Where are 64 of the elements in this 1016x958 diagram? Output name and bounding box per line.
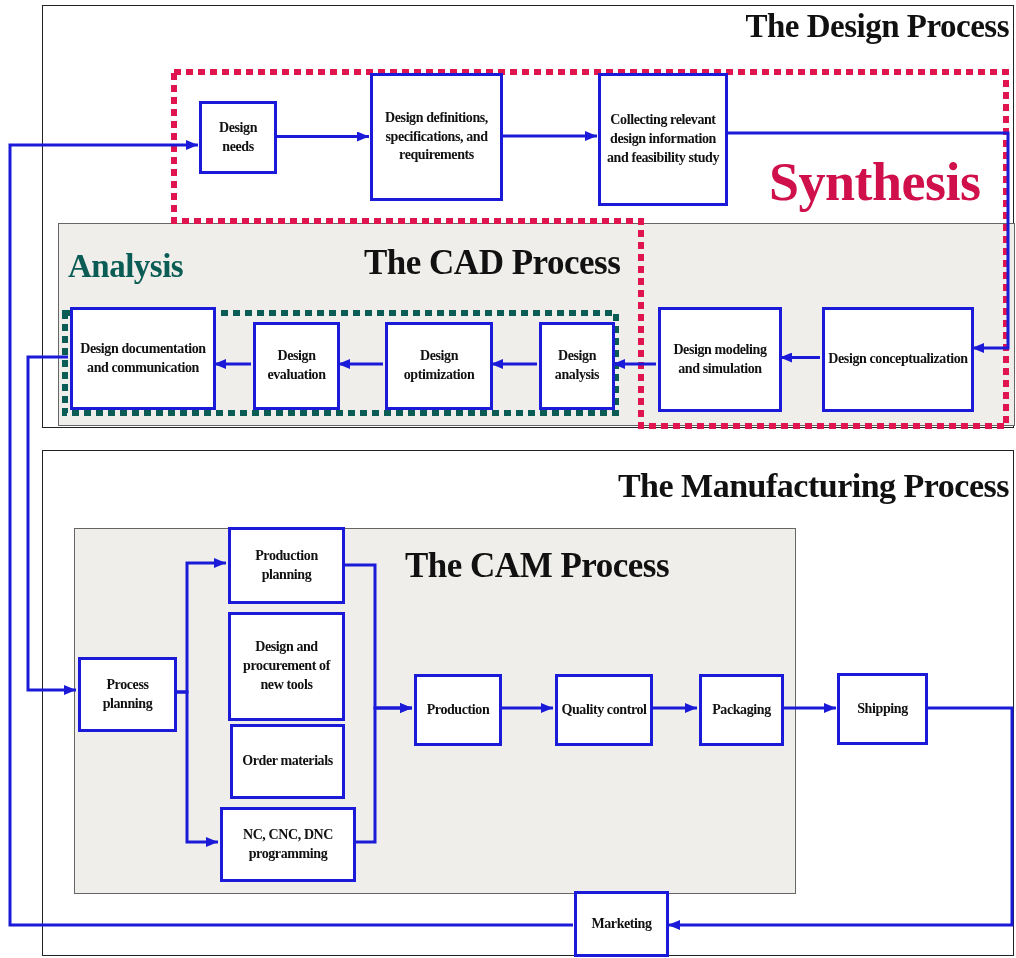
box-text: Production [426,700,490,719]
process-box [199,101,277,174]
box-text: NC, CNC, DNC programming [241,825,335,863]
panel-title: The Design Process [745,8,1009,45]
process-box [658,307,782,412]
process-box [228,612,345,721]
process-box [837,673,928,745]
outlined-panel [42,5,1014,428]
box-text: Design documentation and communication [79,339,207,377]
box-text: Design needs [217,118,259,156]
arrow [780,352,820,363]
process-box [70,307,216,410]
shaded-panel [74,528,796,894]
process-box [598,73,728,206]
arrow [175,690,218,847]
arrow [491,359,537,369]
box-text: Design optimization [402,347,476,384]
box-text: Order materials [242,752,333,771]
outlined-panel [42,450,1014,956]
shaded-panel [58,223,1015,426]
panel-title: The CAM Process [405,547,670,586]
box-text: Packaging [712,700,771,719]
process-box [574,891,669,957]
arrow [338,359,383,369]
arrow [26,355,76,695]
process-box [539,322,615,410]
arrow [502,131,597,141]
process-box [699,674,784,746]
arrow [214,359,251,369]
box-text: Shipping [857,699,908,718]
box-text: Quality control [561,700,647,719]
process-box [370,73,503,201]
box-text: Design evaluation [266,347,327,384]
box-text: Marketing [591,914,652,933]
box-text: Process planning [101,675,154,713]
process-box [230,724,345,799]
arrow [500,703,553,713]
arrow [782,703,836,713]
arrow [651,703,697,713]
arrow [727,131,1010,353]
region-label: Analysis [68,248,184,285]
process-box [555,674,653,746]
panel-title: The Manufacturing Process [617,467,1009,505]
process-box [822,307,974,412]
box-text: Design modeling and simulation [672,340,768,378]
arrow [354,703,412,844]
box-text: Production planning [254,546,319,584]
process-box [228,527,345,604]
process-box [78,657,177,732]
arrow [276,131,369,142]
process-box [220,807,356,882]
box-text: Design analysis [553,347,601,384]
arrow [8,140,573,927]
process-box [414,674,502,746]
arrow [668,706,1014,930]
region-label: Synthesis [769,153,981,213]
process-box [253,322,340,410]
box-text: Collecting relevant design information and feasibility study [605,111,721,167]
panel-title: The CAD Process [364,244,621,283]
box-text: Design and procurement of new tools [242,638,332,694]
arrow [613,359,656,369]
box-text: Design conceptualization [828,350,968,369]
box-text: Design definitions, specifications, and requirements [384,108,489,165]
process-box [385,322,493,410]
